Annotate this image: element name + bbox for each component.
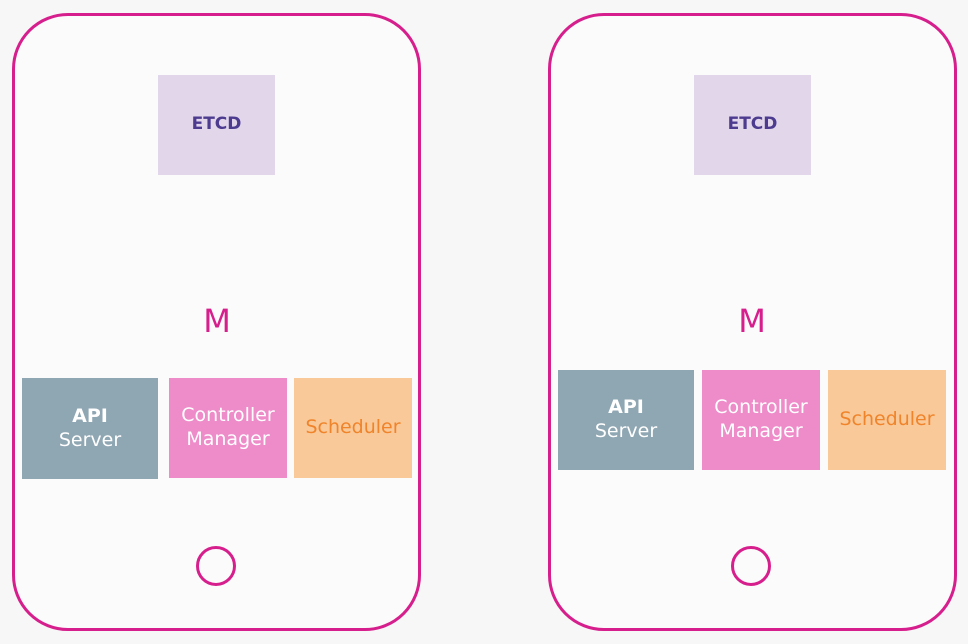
controller-manager-label-line2: Manager (186, 428, 270, 450)
api-server-label-line1: API (608, 396, 644, 419)
controller-manager-box: Controller Manager (169, 378, 287, 478)
master-label: M (738, 302, 766, 340)
controller-manager-label-line2: Manager (719, 420, 803, 442)
scheduler-label: Scheduler (839, 408, 935, 431)
api-server-box: API Server (558, 370, 694, 470)
controller-manager-box: Controller Manager (702, 370, 820, 470)
scheduler-box: Scheduler (828, 370, 946, 470)
etcd-label: ETCD (727, 114, 778, 135)
etcd-box: ETCD (158, 75, 275, 175)
api-server-label-line1: API (72, 404, 108, 427)
api-server-box: API Server (22, 378, 158, 479)
etcd-label: ETCD (191, 114, 242, 135)
scheduler-label: Scheduler (305, 416, 401, 439)
api-server-label-line2: Server (594, 420, 658, 442)
home-button-icon (196, 546, 236, 586)
master-label: M (203, 302, 231, 340)
controller-manager-label-line1: Controller (714, 396, 808, 419)
home-button-icon (731, 546, 771, 586)
controller-manager-label-line1: Controller (181, 404, 275, 427)
api-server-label-line2: Server (58, 428, 122, 451)
etcd-box: ETCD (694, 75, 811, 175)
scheduler-box: Scheduler (294, 378, 412, 478)
